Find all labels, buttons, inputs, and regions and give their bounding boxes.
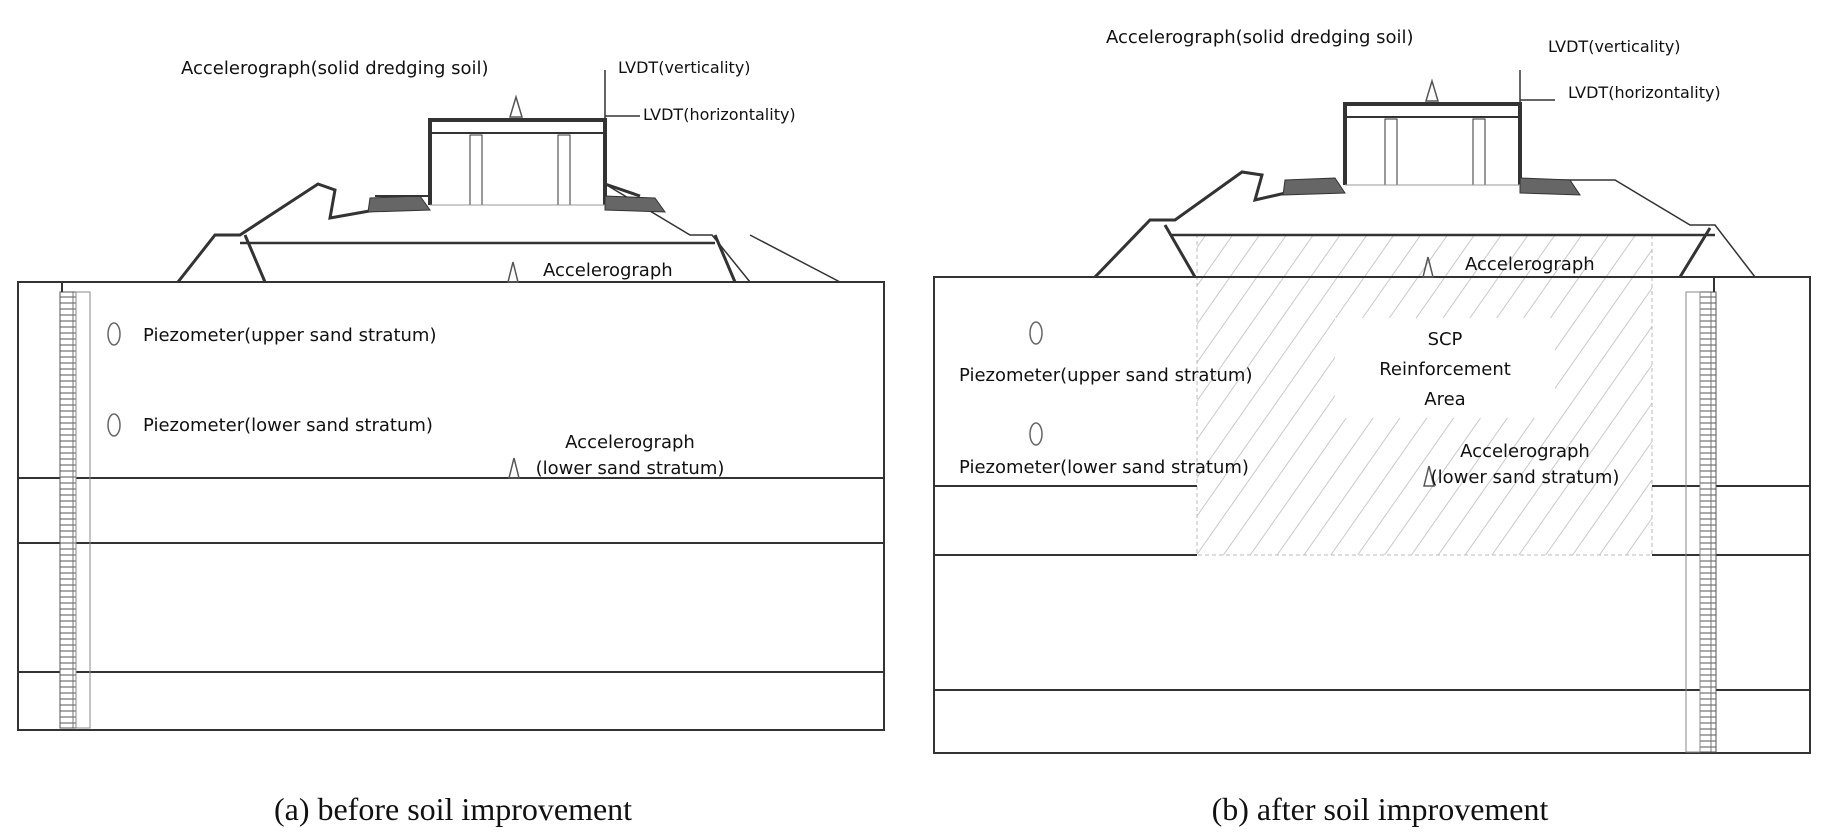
panel-a: Accelerograph(solid dredging soil) LVDT(… <box>17 58 885 827</box>
accelerograph-mid-icon-b <box>1422 256 1434 278</box>
label-accelerograph-lower-1-b: Accelerograph <box>1460 441 1590 462</box>
panel-b: Accelerograph(solid dredging soil) LVDT(… <box>933 27 1811 827</box>
label-accelerograph-lower-1-a: Accelerograph <box>565 432 695 453</box>
accelerograph-mid-icon-a <box>507 261 519 283</box>
label-lvdt-horizontal-a: LVDT(horizontality) <box>643 105 796 124</box>
label-piezometer-upper-b: Piezometer(upper sand stratum) <box>959 365 1252 386</box>
accelerograph-lower-icon-b <box>1423 465 1435 487</box>
accelerograph-lower-icon-a <box>508 457 520 479</box>
label-scp-1: SCP <box>1428 329 1463 350</box>
accelerograph-top-icon-b <box>1424 78 1440 102</box>
borehole-log-a <box>59 282 91 729</box>
piezometer-upper-icon-b <box>1029 321 1043 345</box>
piezometer-lower-icon-b <box>1029 422 1043 446</box>
scp-label-background <box>1335 318 1555 418</box>
label-scp-3: Area <box>1424 389 1465 410</box>
label-accelerograph-solid-a: Accelerograph(solid dredging soil) <box>181 58 489 79</box>
label-accelerograph-b: Accelerograph <box>1465 254 1595 275</box>
piezometer-lower-icon-a <box>107 413 121 437</box>
label-lvdt-horizontal-b: LVDT(horizontality) <box>1568 83 1721 102</box>
embankment-a <box>176 70 841 283</box>
caption-a: (a) before soil improvement <box>274 791 632 827</box>
piezometer-upper-icon-a <box>107 322 121 346</box>
caption-b: (b) after soil improvement <box>1212 791 1549 827</box>
label-lvdt-vertical-b: LVDT(verticality) <box>1548 37 1681 56</box>
label-piezometer-upper-a: Piezometer(upper sand stratum) <box>143 325 436 346</box>
label-lvdt-vertical-a: LVDT(verticality) <box>618 58 751 77</box>
strata-box-a <box>17 281 885 731</box>
label-accelerograph-lower-2-b: (lower sand stratum) <box>1431 467 1620 488</box>
label-accelerograph-a: Accelerograph <box>543 260 673 281</box>
label-scp-2: Reinforcement <box>1379 359 1511 380</box>
label-piezometer-lower-a: Piezometer(lower sand stratum) <box>143 415 433 436</box>
embankment-b <box>1093 70 1756 279</box>
label-accelerograph-lower-2-a: (lower sand stratum) <box>536 458 725 479</box>
label-piezometer-lower-b: Piezometer(lower sand stratum) <box>959 457 1249 478</box>
accelerograph-top-icon-a <box>508 94 524 118</box>
borehole-log-b <box>1685 277 1717 753</box>
label-accelerograph-solid-b: Accelerograph(solid dredging soil) <box>1106 27 1414 48</box>
